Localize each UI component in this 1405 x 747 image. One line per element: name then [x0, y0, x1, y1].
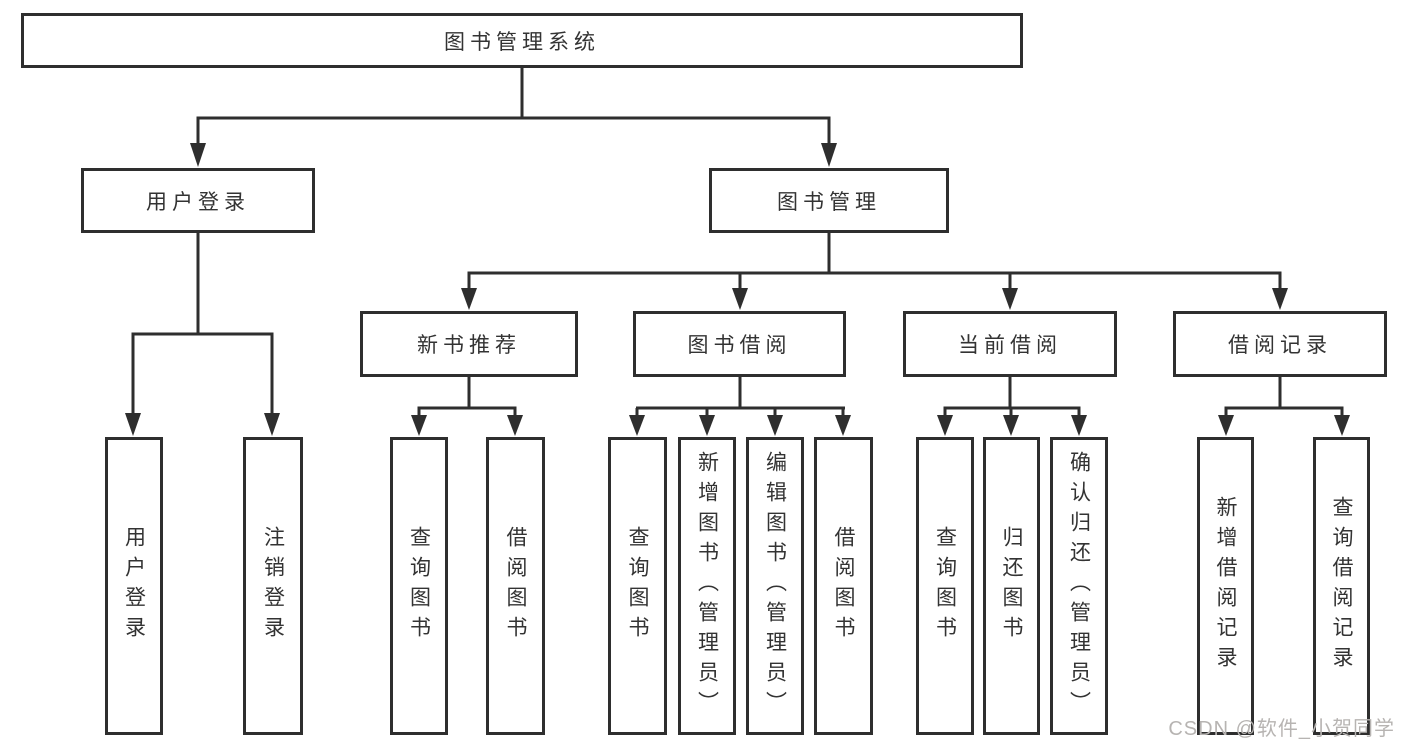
node-user-login: 用户登录 [81, 168, 315, 233]
node-borrow-records: 借阅记录 [1173, 311, 1387, 377]
node-book-borrow: 图书借阅 [633, 311, 846, 377]
leaf-query-books-current: 查询图书 [916, 437, 974, 735]
leaf-query-books-recommend: 查询图书 [390, 437, 448, 735]
csdn-watermark: CSDN @软件_小贺同学 [1168, 718, 1395, 740]
leaf-add-borrow-record: 新增借阅记录 [1197, 437, 1254, 735]
node-root: 图书管理系统 [21, 13, 1023, 68]
leaf-logout: 注销登录 [243, 437, 303, 735]
node-new-book-recommend: 新书推荐 [360, 311, 578, 377]
leaf-query-books-borrow: 查询图书 [608, 437, 667, 735]
leaf-add-book-admin: 新增图书（管理员） [678, 437, 736, 735]
leaf-user-login: 用户登录 [105, 437, 163, 735]
arrowheads [125, 143, 1350, 436]
leaf-edit-book-admin: 编辑图书（管理员） [746, 437, 804, 735]
leaf-confirm-return-admin: 确认归还（管理员） [1050, 437, 1108, 735]
leaf-borrow-books-recommend: 借阅图书 [486, 437, 545, 735]
leaf-return-book: 归还图书 [983, 437, 1040, 735]
node-book-management: 图书管理 [709, 168, 949, 233]
leaf-borrow-books: 借阅图书 [814, 437, 873, 735]
leaf-query-borrow-record: 查询借阅记录 [1313, 437, 1370, 735]
node-current-borrow: 当前借阅 [903, 311, 1117, 377]
